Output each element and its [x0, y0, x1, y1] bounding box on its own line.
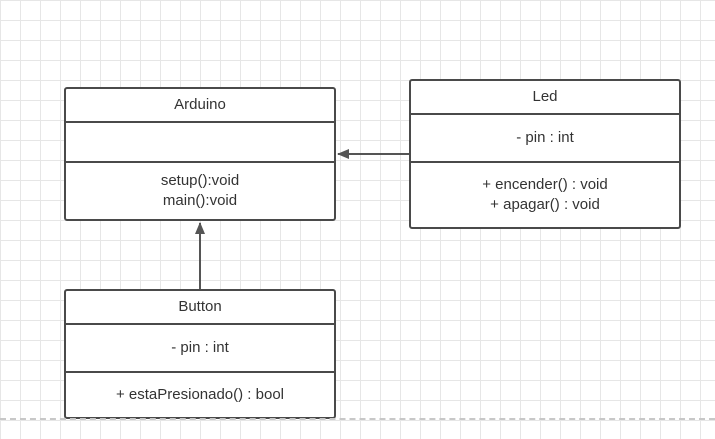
class-arduino-name-compartment: Arduino	[66, 89, 334, 121]
class-led-attributes-compartment: - pin : int	[411, 113, 679, 161]
class-button-methods-compartment: + estaPresionado() : bool	[66, 371, 334, 417]
class-button-attribute: - pin : int	[171, 339, 229, 356]
class-arduino[interactable]: Arduino setup():void main():void	[64, 87, 336, 221]
class-button-name-compartment: Button	[66, 291, 334, 323]
class-led-method: + encender() : void	[482, 176, 608, 193]
class-arduino-methods-compartment: setup():void main():void	[66, 161, 334, 219]
class-led-attribute: - pin : int	[516, 129, 574, 146]
page-boundary-line	[0, 418, 715, 420]
class-led[interactable]: Led - pin : int + encender() : void + ap…	[409, 79, 681, 229]
class-button-attributes-compartment: - pin : int	[66, 323, 334, 371]
class-arduino-method: main():void	[162, 192, 238, 209]
class-button-name: Button	[178, 298, 222, 315]
class-led-name: Led	[532, 88, 558, 105]
class-led-methods-compartment: + encender() : void + apagar() : void	[411, 161, 679, 227]
class-button-method: + estaPresionado() : bool	[115, 386, 285, 403]
class-arduino-attributes-compartment	[66, 121, 334, 161]
class-led-name-compartment: Led	[411, 81, 679, 113]
class-arduino-name: Arduino	[174, 96, 226, 113]
class-arduino-method: setup():void	[160, 172, 240, 189]
class-button[interactable]: Button - pin : int + estaPresionado() : …	[64, 289, 336, 419]
class-led-method: + apagar() : void	[490, 196, 600, 213]
